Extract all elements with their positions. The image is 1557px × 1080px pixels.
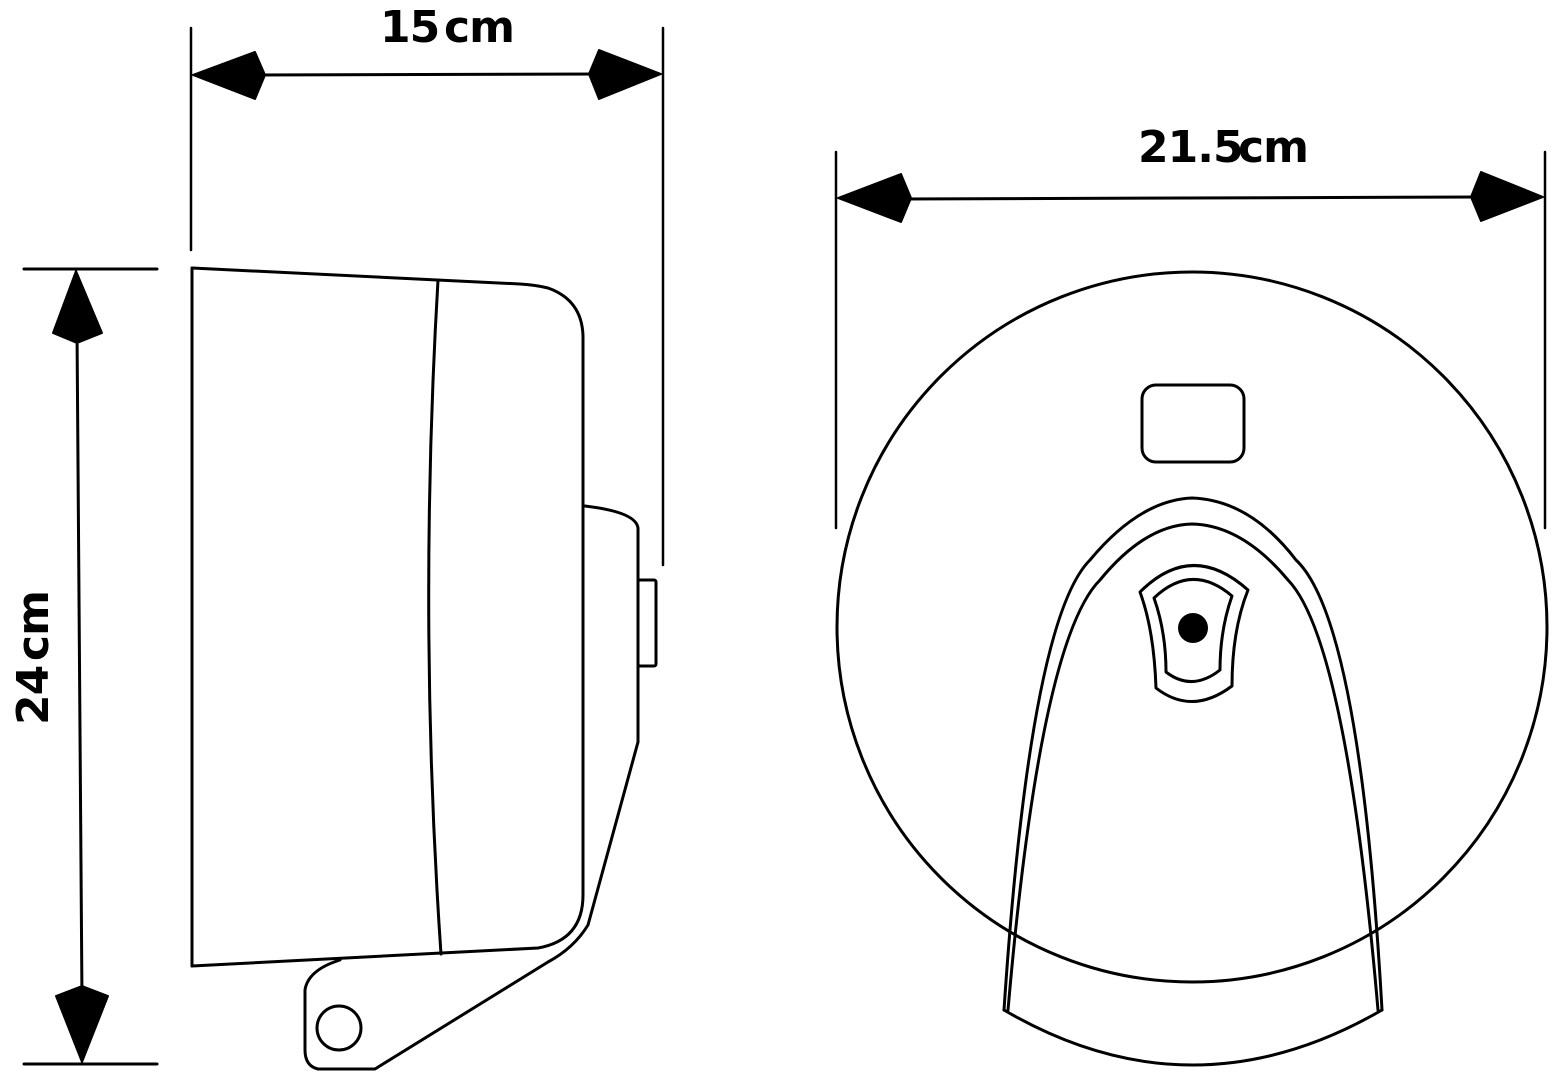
front-lock-plate-outer (1138, 564, 1250, 703)
side-front-seam (427, 278, 443, 956)
height-value: 24 (8, 666, 59, 725)
diameter-value: 21.5 (1138, 122, 1243, 173)
diameter-arrow-left (837, 173, 912, 223)
height-arrow-bottom (55, 985, 109, 1063)
width-dimension-line (248, 72, 607, 77)
diameter-arrow-right (1470, 171, 1544, 222)
front-lock-plate-inner (1152, 578, 1234, 683)
height-unit: cm (8, 591, 59, 661)
front-nozzle-inner (1006, 522, 1380, 1012)
height-dimension-line (75, 328, 84, 1002)
front-window (1140, 383, 1246, 464)
width-arrow-left (192, 51, 266, 100)
front-nozzle-bottom (1002, 1008, 1384, 1067)
side-chute-hole (315, 1004, 363, 1052)
front-keyhole (1178, 613, 1208, 643)
width-value: 15 (380, 2, 439, 53)
side-chute (303, 740, 640, 1071)
width-dimension: 15 cm (189, 2, 665, 567)
front-view: 21.5 cm (834, 122, 1549, 1067)
front-housing-circle (835, 270, 1549, 984)
diameter-dimension-line (898, 195, 1482, 201)
side-mount-block (583, 504, 640, 744)
side-body-outline (190, 266, 585, 968)
height-arrow-top (52, 270, 103, 344)
diameter-unit: cm (1238, 122, 1308, 173)
front-nozzle-outer (1002, 496, 1384, 1012)
side-view: 15 cm 24 cm (8, 2, 665, 1071)
height-dimension: 24 cm (8, 267, 159, 1066)
width-arrow-right (588, 49, 662, 100)
side-mount-button (636, 578, 658, 668)
diameter-dimension: 21.5 cm (834, 122, 1547, 530)
width-unit: cm (444, 2, 514, 53)
